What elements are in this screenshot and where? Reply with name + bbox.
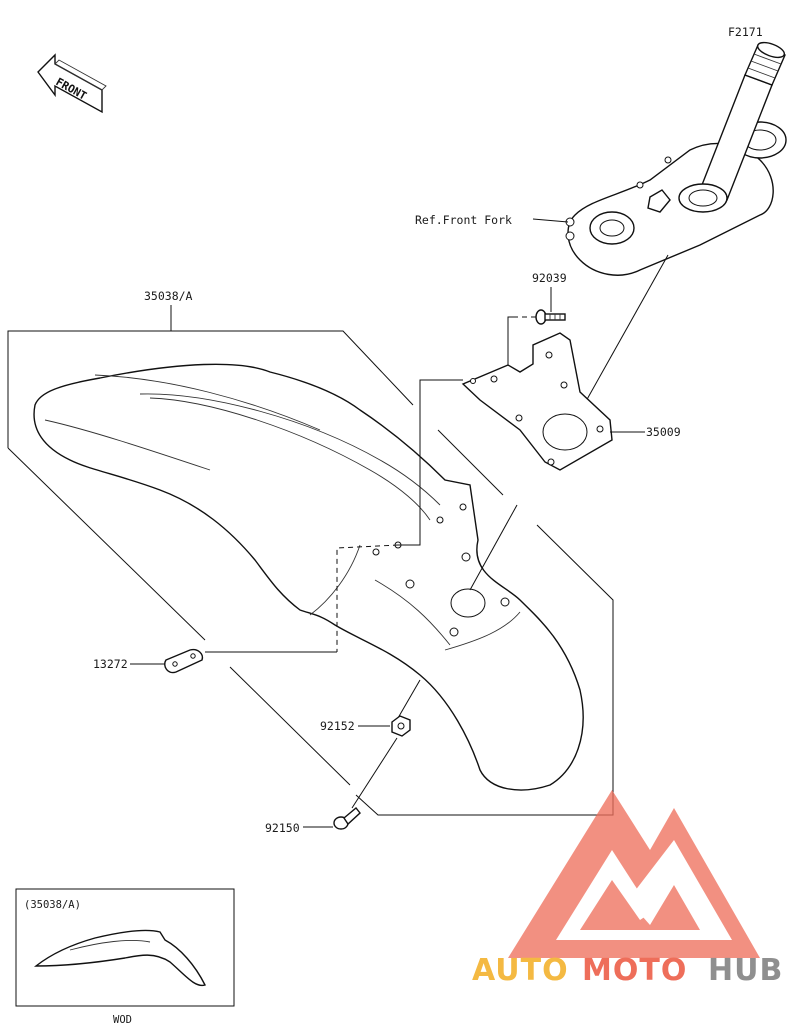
nut-92152-icon: [391, 715, 411, 737]
part-number-35038-a: 35038/A: [144, 289, 193, 303]
part-number-35009: 35009: [646, 425, 681, 439]
bracket-35009: [461, 332, 613, 471]
plate-13272-icon: [164, 648, 204, 674]
inset-caption: WOD: [113, 1014, 132, 1026]
screw-92150-icon: [333, 807, 361, 830]
inset-variant-box: (35038/A): [15, 888, 235, 1007]
part-number-13272: 13272: [93, 657, 128, 671]
inset-label: (35038/A): [24, 899, 81, 911]
watermark-hub: HUB: [708, 953, 783, 988]
ref-front-fork-label: Ref.Front Fork: [415, 213, 512, 227]
inset-fender-icon: [33, 929, 206, 987]
part-number-92150: 92150: [265, 821, 300, 835]
front-fender-35038-a: [33, 363, 584, 791]
figure-code: F2171: [728, 25, 763, 39]
part-number-92039: 92039: [532, 271, 567, 285]
front-direction-arrow-icon: FRONT: [37, 53, 107, 114]
bolt-92039-icon: [535, 309, 566, 325]
part-number-92152: 92152: [320, 719, 355, 733]
watermark-auto: AUTO: [472, 953, 569, 988]
automotohub-logo: [508, 790, 760, 958]
watermark-moto: MOTO: [582, 953, 687, 988]
fork-clamp-assembly: [565, 41, 787, 276]
